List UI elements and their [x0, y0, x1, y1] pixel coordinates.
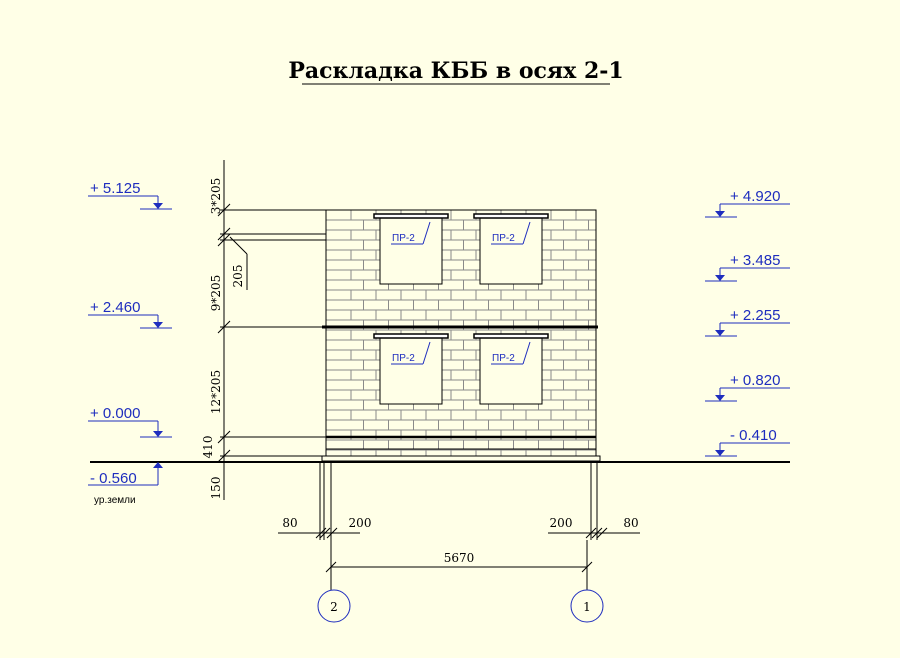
window-opening [479, 337, 543, 405]
level-mark-left: + 0.000 [88, 405, 172, 438]
svg-text:+ 3.485: + 3.485 [730, 252, 780, 269]
svg-text:+ 4.920: + 4.920 [730, 188, 780, 205]
level-mark-left: - 0.560 [88, 462, 163, 487]
wall-outline [325, 209, 597, 457]
dim-label: 80 [282, 516, 297, 530]
svg-text:ПР-2: ПР-2 [492, 233, 515, 244]
axis-label: 2 [330, 600, 338, 614]
axis-marker [317, 589, 351, 623]
level-mark-right: + 3.485 [705, 252, 790, 282]
axis-label: 1 [583, 600, 591, 614]
lintel-tag: ПР-2 [491, 221, 531, 245]
window-opening [379, 217, 443, 285]
svg-text:+ 0.000: + 0.000 [90, 405, 140, 422]
lintel [373, 213, 449, 219]
svg-text:+ 2.460: + 2.460 [90, 299, 140, 316]
dim-label: 9*205 [209, 275, 223, 312]
foundation [321, 455, 601, 462]
dim-label: 12*205 [209, 370, 223, 414]
svg-text:ПР-2: ПР-2 [392, 353, 415, 364]
svg-text:ПР-2: ПР-2 [392, 233, 415, 244]
lintel [473, 213, 549, 219]
dim-label: 410 [201, 436, 215, 459]
lintel-tag: ПР-2 [491, 341, 531, 365]
level-mark-right: + 2.255 [705, 307, 790, 337]
level-mark-left: + 5.125 [88, 180, 172, 210]
dim-label: 3*205 [209, 178, 223, 215]
dim-label: 205 [231, 265, 245, 288]
svg-text:+ 0.820: + 0.820 [730, 372, 780, 389]
lintel [473, 333, 549, 339]
dim-label: 80 [623, 516, 638, 530]
svg-text:- 0.410: - 0.410 [730, 427, 777, 444]
level-mark-left: + 2.460 [88, 299, 172, 329]
lintel-tag: ПР-2 [391, 341, 431, 365]
level-mark-right: + 4.920 [705, 188, 790, 218]
lintel-tag: ПР-2 [391, 221, 431, 245]
window-opening [479, 217, 543, 285]
dim-label: 5670 [444, 551, 475, 565]
dim-label: 200 [550, 516, 573, 530]
vertical-dimension-chain [217, 160, 326, 500]
dim-label: 150 [209, 477, 223, 500]
brick-wall [326, 210, 596, 456]
axis-marker [570, 589, 604, 623]
dim-label: 200 [349, 516, 372, 530]
svg-text:+ 5.125: + 5.125 [90, 180, 140, 197]
window-opening [379, 337, 443, 405]
drawing-title: Раскладка КББ в осях 2-1 [288, 58, 623, 84]
horizontal-dimension-chain [278, 462, 640, 600]
level-mark-right: - 0.410 [705, 427, 790, 457]
level-mark-right: + 0.820 [705, 372, 790, 402]
svg-text:+ 2.255: + 2.255 [730, 307, 780, 324]
ground-level-label: ур.земли [94, 495, 136, 506]
lintel [373, 333, 449, 339]
svg-text:- 0.560: - 0.560 [90, 470, 137, 487]
svg-text:ПР-2: ПР-2 [492, 353, 515, 364]
